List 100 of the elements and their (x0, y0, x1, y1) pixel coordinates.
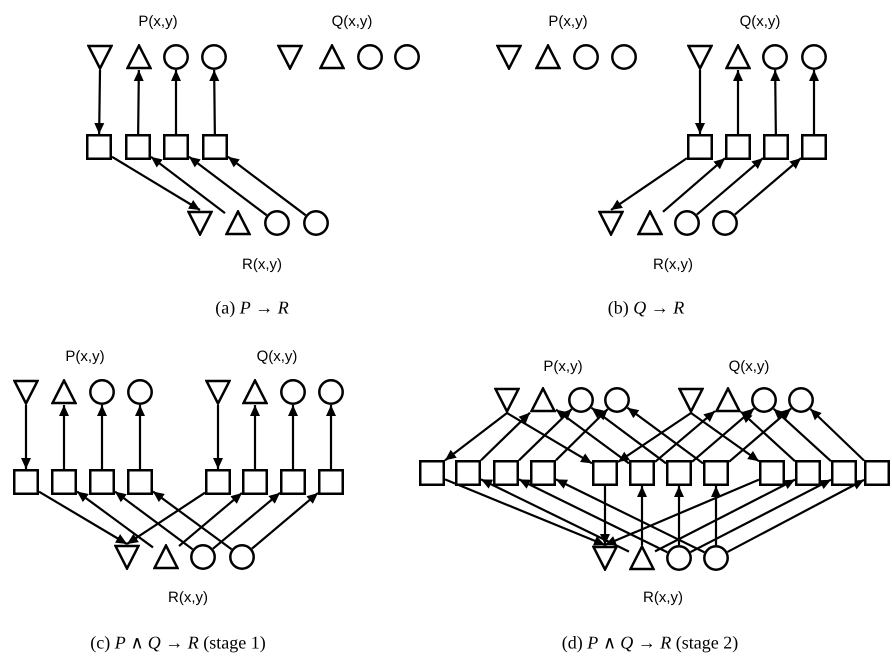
arrow (250, 405, 260, 469)
circle-symbol (568, 387, 594, 413)
predicate-label: P(x,y) (65, 346, 105, 367)
arrow (38, 490, 128, 545)
arrow (126, 492, 206, 545)
arrow (809, 70, 819, 134)
square-symbol (13, 469, 39, 495)
arrow (734, 157, 802, 216)
arrow (21, 405, 31, 469)
square-symbol (51, 469, 77, 495)
circle-symbol (190, 544, 216, 570)
circle-symbol (229, 544, 255, 570)
arrow (637, 486, 647, 545)
square-symbol (795, 460, 821, 486)
square-symbol (127, 469, 153, 495)
predicate-label: P(x,y) (543, 356, 583, 377)
arrow (213, 405, 223, 469)
arrow (617, 412, 692, 463)
predicate-label: R(x,y) (643, 588, 683, 608)
triangle-symbol (51, 379, 77, 405)
arrow (188, 156, 268, 216)
arrow (654, 410, 716, 463)
square-symbol (205, 469, 231, 495)
predicate-label: Q(x,y) (256, 346, 298, 367)
figure-caption: (d) P ∧ Q → R (stage 2) (562, 632, 738, 654)
arrow (555, 408, 630, 464)
arrow (770, 70, 780, 134)
circle-symbol (163, 44, 189, 70)
arrow (111, 156, 201, 211)
arrow (251, 492, 319, 550)
arrow (662, 157, 726, 213)
arrow (728, 408, 792, 463)
inverted-triangle-symbol (598, 210, 624, 236)
square-symbol (493, 460, 519, 486)
circle-symbol (127, 379, 153, 405)
circle-symbol (751, 387, 777, 413)
triangle-symbol (225, 210, 251, 236)
triangle-symbol (637, 210, 663, 236)
predicate-label: R(x,y) (653, 254, 693, 275)
arrow (506, 412, 593, 464)
square-symbol (202, 134, 228, 160)
triangle-symbol (153, 544, 179, 570)
square-symbol (419, 460, 445, 486)
arrow (518, 478, 668, 554)
inverted-triangle-symbol (592, 545, 618, 571)
inverted-triangle-symbol (87, 44, 113, 70)
arrow (480, 478, 630, 553)
circle-symbol (604, 387, 630, 413)
predicate-label: R(x,y) (242, 254, 282, 275)
inverted-triangle-symbol (277, 44, 303, 70)
square-symbol (831, 460, 857, 486)
arrow (97, 405, 107, 469)
figure-caption: (b) Q → R (608, 296, 684, 320)
arrow (152, 490, 232, 550)
arrow (600, 486, 610, 545)
circle-symbol (712, 210, 738, 236)
square-symbol (125, 134, 151, 160)
predicate-label: P(x,y) (548, 12, 588, 32)
square-symbol (163, 134, 189, 160)
inverted-triangle-symbol (114, 544, 140, 570)
circle-symbol (264, 210, 290, 236)
square-symbol (763, 134, 789, 160)
predicate-label: Q(x,y) (728, 356, 770, 377)
inverted-triangle-symbol (13, 379, 39, 405)
circle-symbol (573, 44, 599, 70)
square-symbol (666, 460, 692, 486)
circle-symbol (394, 44, 420, 70)
circle-symbol (703, 545, 729, 571)
predicate-label: Q(x,y) (332, 12, 372, 32)
arrow (733, 70, 743, 134)
inverted-triangle-symbol (687, 44, 713, 70)
square-symbol (86, 134, 112, 160)
arrow (227, 156, 306, 216)
triangle-symbol (535, 44, 561, 70)
circle-symbol (303, 210, 329, 236)
arrow (810, 408, 865, 462)
arrow (696, 157, 764, 216)
square-symbol (725, 134, 751, 160)
inverted-triangle-symbol (205, 379, 231, 405)
arrow (610, 157, 688, 211)
triangle-symbol (725, 44, 751, 70)
circle-symbol (318, 379, 344, 405)
arrow (76, 490, 154, 548)
arrow (444, 412, 508, 462)
circle-symbol (666, 545, 692, 571)
arrow (604, 478, 760, 546)
triangle-symbol (530, 387, 556, 413)
arrow (626, 406, 704, 464)
square-symbol (801, 134, 827, 160)
predicate-label: R(x,y) (168, 588, 208, 608)
arrow (695, 70, 705, 134)
arrow (178, 492, 243, 547)
triangle-symbol (242, 379, 268, 405)
predicate-label: P(x,y) (138, 12, 178, 32)
figure-caption: (a) P → R (215, 296, 289, 320)
square-symbol (629, 460, 655, 486)
triangle-symbol (319, 44, 345, 70)
square-symbol (530, 460, 556, 486)
square-symbol (455, 460, 481, 486)
arrow (288, 405, 298, 469)
